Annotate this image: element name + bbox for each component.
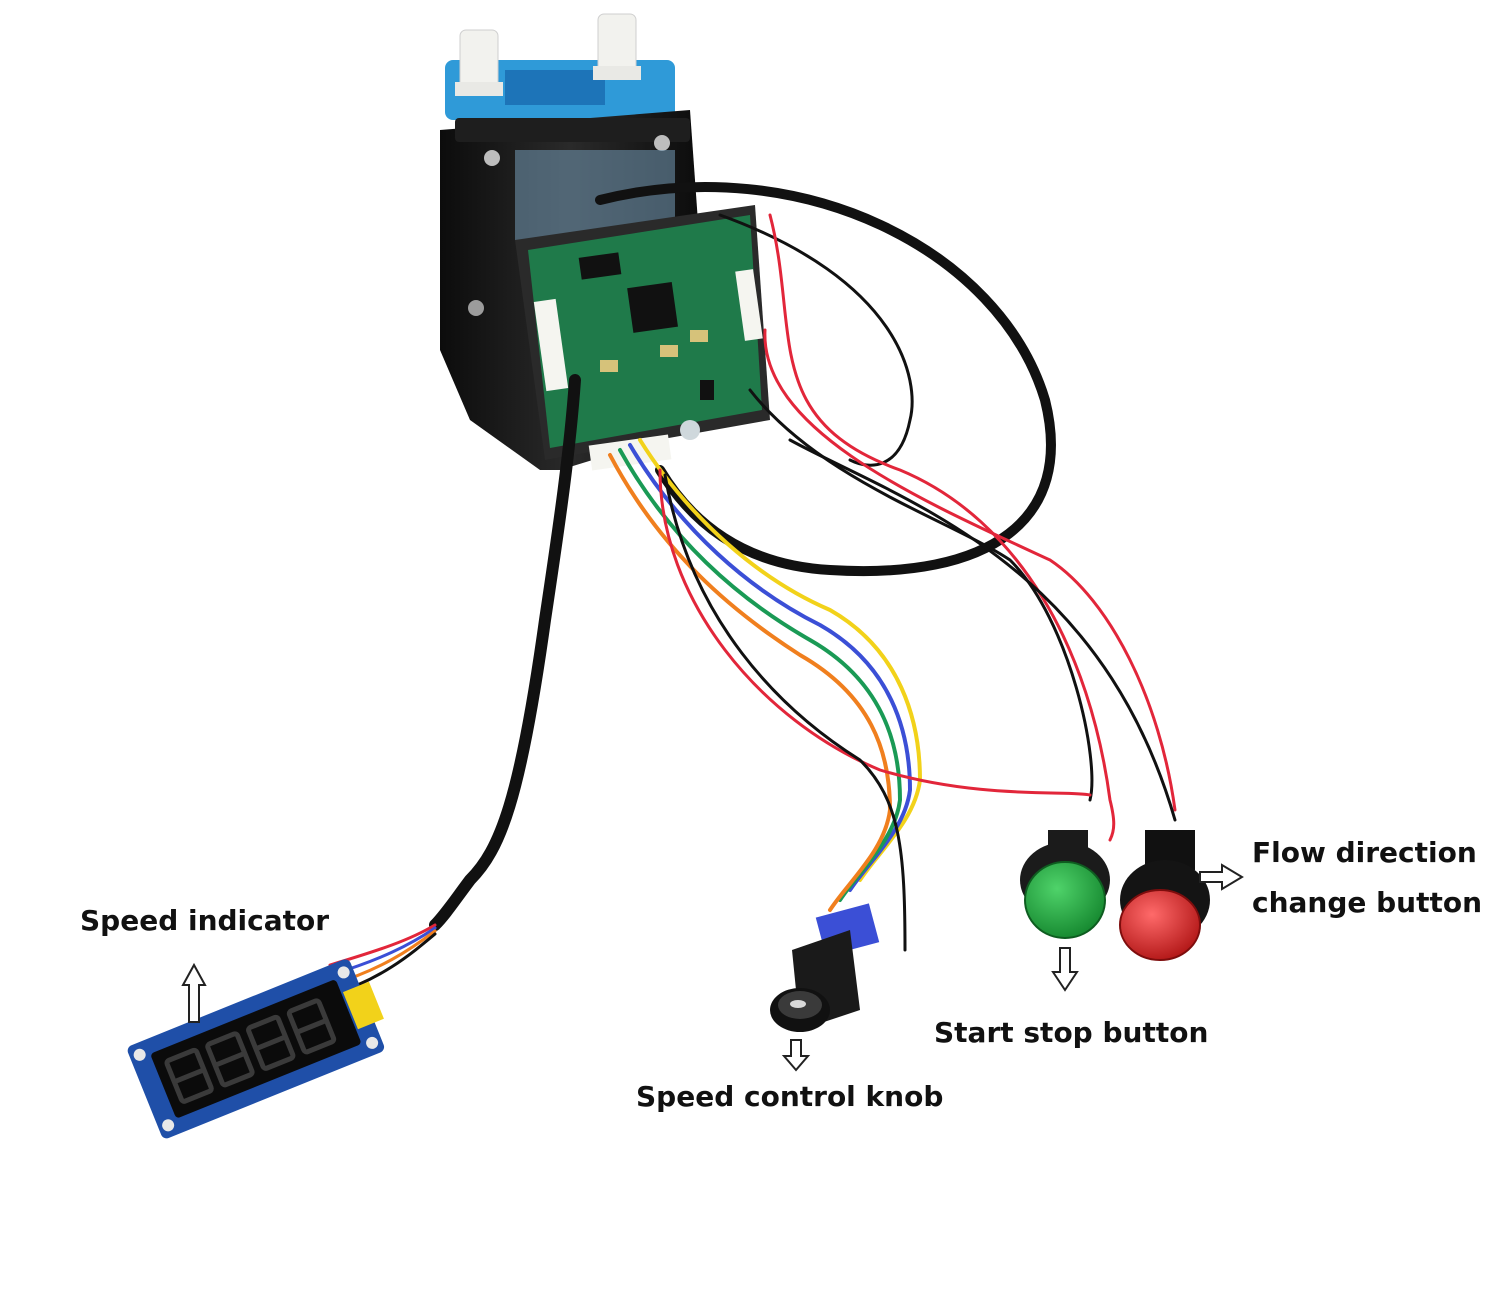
speed-indicator-label: Speed indicator: [80, 904, 330, 937]
speed-control-knob-label: Speed control knob: [636, 1080, 944, 1113]
arrow-up-icon: [181, 962, 207, 1023]
controller-pcb: [515, 205, 770, 471]
wires: [328, 182, 1177, 997]
speed-indicator-module: [127, 959, 385, 1139]
speed-control-knob: [770, 903, 880, 1032]
flow-direction-label-line2: change button: [1252, 886, 1483, 919]
pump-head: [445, 13, 675, 120]
flow-direction-label: Flow direction change button: [1252, 828, 1482, 928]
start-stop-button-label: Start stop button: [934, 1016, 1209, 1049]
arrow-right-icon: [1199, 863, 1244, 891]
arrow-down-icon: [1051, 947, 1079, 992]
flow-direction-button: [1119, 830, 1210, 961]
flow-direction-label-line1: Flow direction: [1252, 836, 1477, 869]
start-stop-button: [1020, 830, 1110, 939]
arrow-down-icon: [781, 1039, 811, 1072]
